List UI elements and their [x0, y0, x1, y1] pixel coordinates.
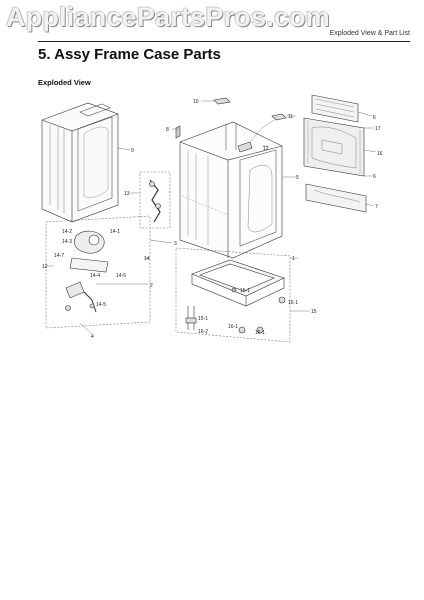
callout-15: 15	[311, 309, 317, 315]
callout-12: 12	[42, 264, 48, 270]
callout-16-1c: 16-1	[255, 330, 265, 336]
top-hardware-parts	[175, 97, 287, 153]
callout-15-1b: 15-1	[198, 316, 208, 322]
callout-9: 9	[131, 148, 134, 154]
callout-14-7: 14-7	[54, 253, 64, 259]
header-caption: Exploded View & Part List	[329, 30, 410, 37]
callout-12b: 12	[263, 146, 269, 152]
callout-4: 4	[91, 334, 94, 340]
callout-10: 10	[193, 99, 199, 105]
callout-16-2: 16-2	[198, 329, 208, 335]
pump-assembly-part	[45, 215, 151, 329]
callout-16: 16	[377, 151, 383, 157]
callout-5: 5	[296, 175, 299, 181]
header-divider	[38, 41, 410, 42]
section-title: 5. Assy Frame Case Parts	[38, 46, 221, 63]
callout-14-2: 14-2	[62, 229, 72, 235]
callout-16-1: 16-1	[288, 300, 298, 306]
callout-14-1: 14-1	[110, 229, 120, 235]
subsection-title: Exploded View	[38, 78, 91, 87]
hose-assembly-part	[139, 171, 171, 229]
callout-1: 1	[292, 256, 295, 262]
leader-lines	[46, 100, 377, 335]
base-frame-part	[175, 247, 291, 343]
callout-13: 13	[124, 191, 130, 197]
callout-14-3: 14-3	[62, 239, 72, 245]
callout-6b: 6	[373, 174, 376, 180]
callout-6: 6	[373, 115, 376, 121]
callout-7: 7	[375, 204, 378, 210]
main-cabinet-part	[179, 121, 283, 259]
callout-14: 14	[144, 256, 150, 262]
callout-14-6: 14-6	[116, 273, 126, 279]
callout-15-1: 15-1	[240, 288, 250, 294]
callout-labels: 9 10 11 8 12 5 6 17 16 6 7 13 3 14 2 1 1…	[42, 99, 383, 340]
callout-14-5: 14-5	[96, 302, 106, 308]
cabinet-shell-part	[41, 102, 119, 223]
callout-2: 2	[150, 283, 153, 289]
callout-16-1b: 16-1	[228, 324, 238, 330]
callout-11: 11	[288, 114, 293, 120]
watermark-logo: AppliancePartsPros.com	[6, 2, 331, 32]
callout-17: 17	[375, 126, 381, 132]
callout-8: 8	[166, 127, 169, 133]
callout-14-4: 14-4	[90, 273, 100, 279]
callout-3: 3	[174, 241, 177, 247]
rear-panel-parts	[303, 94, 367, 213]
